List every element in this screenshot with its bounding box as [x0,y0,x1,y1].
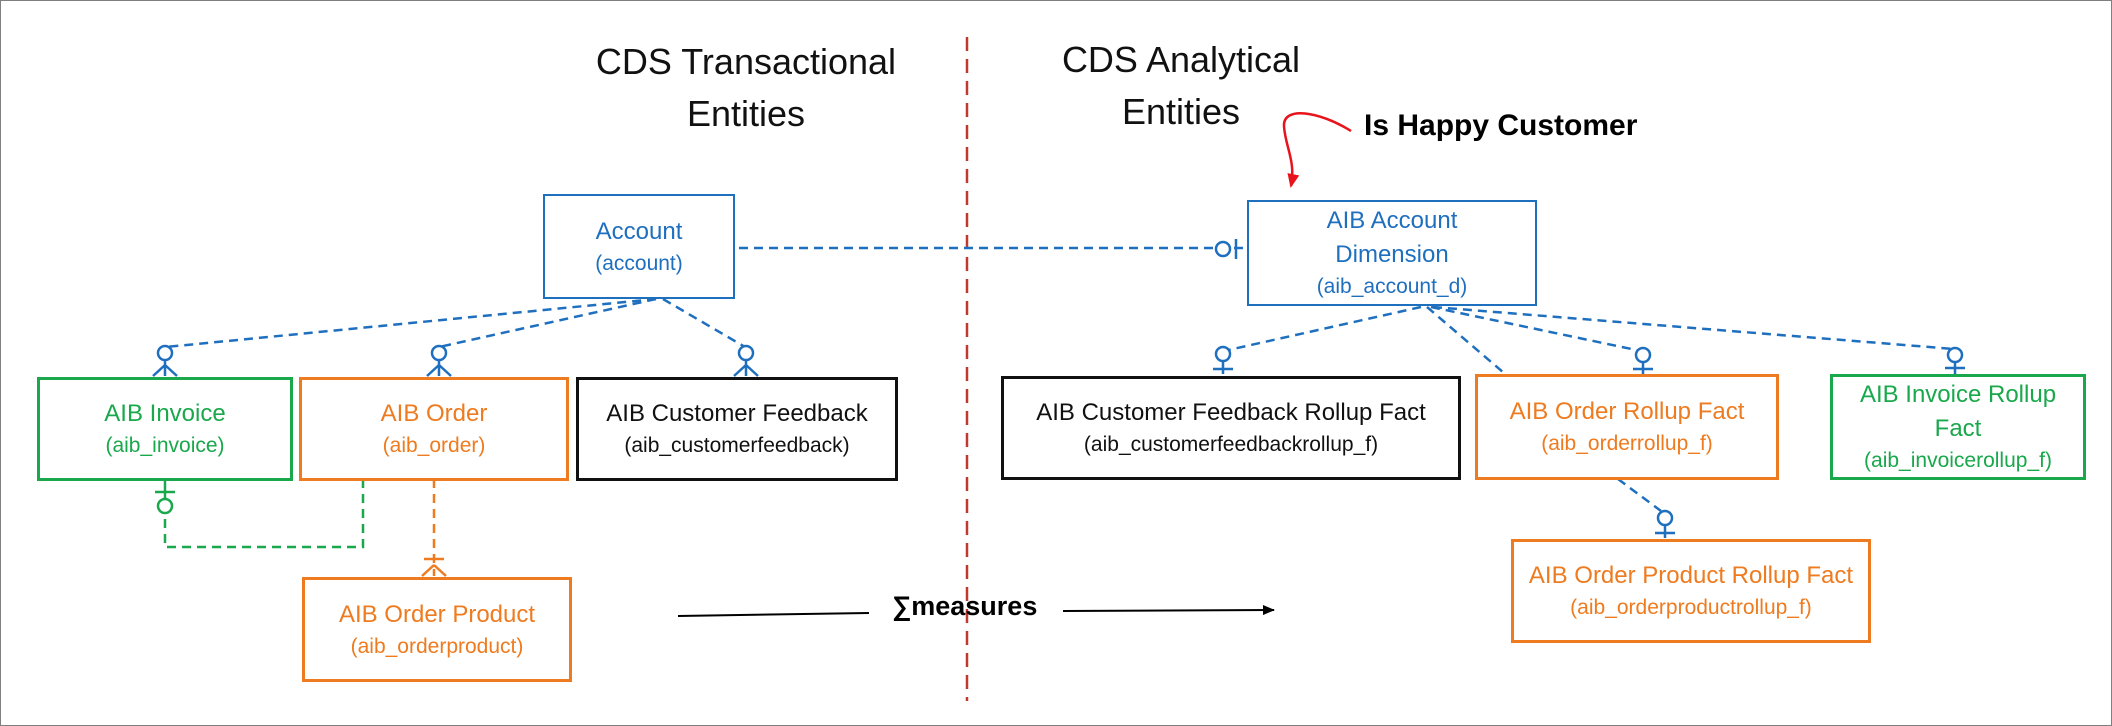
entity-name: AIB Invoice Rollup Fact [1859,381,2057,442]
entity-aib-order-product[interactable]: AIB Order Product (aib_orderproduct) [302,577,572,682]
entity-aib-order-rollup-fact[interactable]: AIB Order Rollup Fact (aib_orderrollup_f… [1475,374,1779,480]
entity-name: AIB Order Product Rollup Fact [1528,562,1854,589]
entity-aib-order-product-rollup-fact[interactable]: AIB Order Product Rollup Fact (aib_order… [1511,539,1871,643]
entity-technical-name: (aib_customerfeedbackrollup_f) [1083,433,1379,456]
entity-name: AIB Order [380,400,488,427]
entity-technical-name: (aib_order) [382,434,486,457]
entity-technical-name: (aib_orderproduct) [350,634,524,658]
edge-account-dimension-to-order-rollup-link [1430,305,1653,375]
section-title-transactional-line1: CDS Transactional [595,41,897,82]
entity-aib-customer-feedback-rollup-fact[interactable]: AIB Customer Feedback Rollup Fact (aib_c… [1001,376,1461,480]
annotation-arrow [1282,112,1352,188]
entity-name: AIB Account Dimension [1326,207,1458,268]
entity-technical-name: (aib_account_d) [1316,275,1468,298]
entity-name: Account [595,217,683,245]
entity-aib-order[interactable]: AIB Order (aib_order) [299,377,569,481]
entity-aib-invoice-rollup-fact[interactable]: AIB Invoice Rollup Fact (aib_invoiceroll… [1830,374,2086,480]
entity-aib-account-dimension[interactable]: AIB Account Dimension (aib_account_d) [1247,200,1537,306]
edge-account-to-invoice [152,297,657,377]
section-title-analytical-line2: Entities [1121,91,1241,132]
section-title-analytical-line1: CDS Analytical [1061,39,1301,80]
measures-arrow [1062,605,1275,616]
section-title-transactional-line2: Entities [686,93,806,134]
entity-aib-customer-feedback[interactable]: AIB Customer Feedback (aib_customerfeedb… [576,377,898,481]
entity-technical-name: (account) [595,251,683,275]
edge-order-to-invoice [155,479,365,549]
entity-name: AIB Order Product [338,600,536,628]
edge-account-to-customer-feedback [662,297,759,377]
entity-technical-name: (aib_customerfeedback) [624,434,850,457]
entity-aib-invoice[interactable]: AIB Invoice (aib_invoice) [37,377,293,481]
entity-name: AIB Customer Feedback [606,400,868,427]
entity-account[interactable]: Account (account) [543,194,735,299]
entity-technical-name: (aib_invoicerollup_f) [1864,449,2052,472]
edge-order-to-order-product [421,479,447,577]
entity-name: AIB Invoice [104,400,226,427]
entity-name: AIB Customer Feedback Rollup Fact [1036,399,1426,426]
entity-name: AIB Order Rollup Fact [1509,398,1745,425]
edge-account-dimension-to-order-rollup [1426,306,1505,374]
edge-account-dimension-to-invoice-rollup [1432,305,1965,374]
is-happy-customer-annotation: Is Happy Customer [1364,109,1638,142]
edge-account-dimension-to-feedback-rollup [1213,305,1422,374]
section-title-transactional: CDS Transactional Entities [576,36,916,140]
edge-order-rollup-to-order-product-rollup [1617,477,1675,538]
measures-label: ∑measures [892,591,1038,621]
edge-account-to-order [426,297,657,377]
entity-technical-name: (aib_orderrollup_f) [1541,432,1713,455]
entity-technical-name: (aib_orderproductrollup_f) [1570,596,1812,619]
section-title-analytical: CDS Analytical Entities [1036,34,1326,138]
edge-account-to-account-dimension [739,239,1247,259]
entity-technical-name: (aib_invoice) [105,434,225,457]
measures-arrow-tail [677,612,870,617]
